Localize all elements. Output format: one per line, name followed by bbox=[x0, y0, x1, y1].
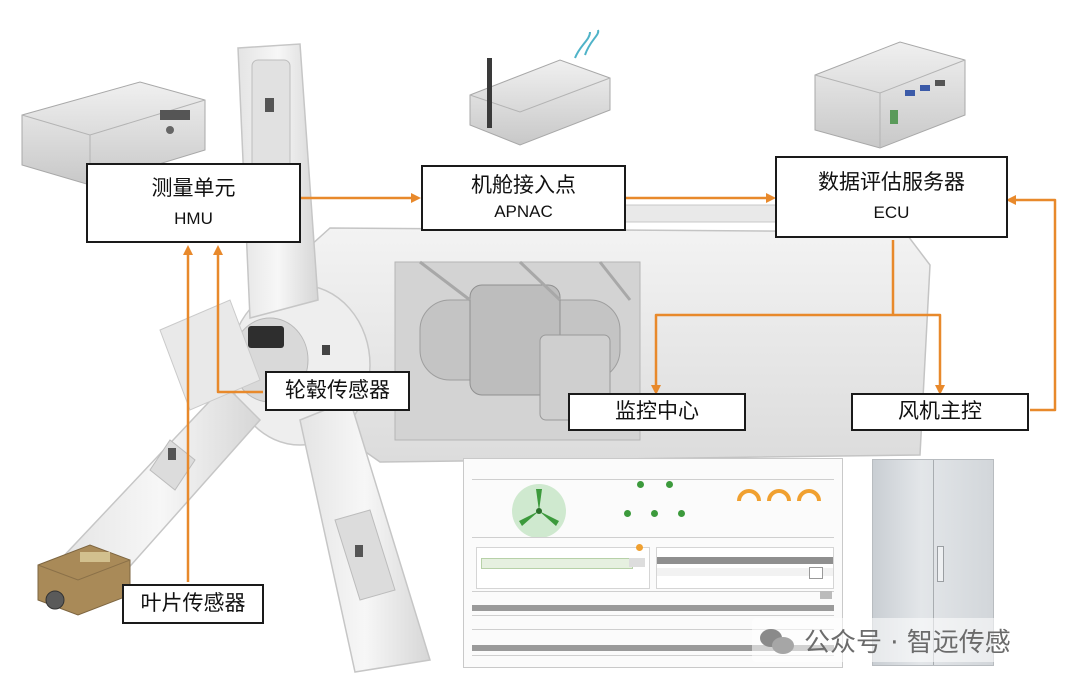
link-hub-sensor-to-hmu bbox=[213, 245, 263, 394]
hub-sensor-box bbox=[248, 326, 284, 348]
wechat-logo-icon bbox=[758, 625, 796, 655]
sensor-mark-top bbox=[265, 98, 274, 112]
apnac-code: APNAC bbox=[494, 202, 553, 222]
nacelle-truss bbox=[419, 260, 632, 302]
hmu-device-icon bbox=[21, 81, 206, 186]
ecu-server-icon bbox=[814, 41, 966, 149]
hub-sensor-title: 轮毂传感器 bbox=[285, 378, 390, 403]
wind-turbine-status-icon bbox=[512, 484, 566, 538]
status-dot bbox=[678, 510, 685, 517]
sensor-mark-left bbox=[168, 448, 176, 460]
gauge-group-icon bbox=[737, 489, 821, 502]
hmu-code: HMU bbox=[174, 209, 213, 229]
apnac-device-icon bbox=[469, 29, 611, 146]
events-table-header bbox=[472, 605, 834, 611]
cms-events-table-header bbox=[472, 645, 834, 651]
messages-panel bbox=[476, 544, 650, 589]
monitoring-center-label-box: 监控中心 bbox=[568, 393, 746, 431]
status-dot bbox=[637, 481, 644, 488]
blade-left-window bbox=[149, 439, 196, 491]
status-dot bbox=[666, 481, 673, 488]
blade-sensor-label-box: 叶片传感器 bbox=[122, 584, 264, 624]
hub-sensor-label-box: 轮毂传感器 bbox=[265, 371, 410, 411]
status-dot bbox=[624, 510, 631, 517]
apnac-title: 机舱接入点 bbox=[471, 173, 576, 198]
apnac-label-box: 机舱接入点 APNAC bbox=[421, 165, 626, 231]
sensor-mark-right bbox=[355, 545, 363, 557]
blade-sensor-title: 叶片传感器 bbox=[140, 591, 246, 616]
hmu-label-box: 测量单元 HMU bbox=[86, 163, 301, 243]
blade-back bbox=[159, 299, 261, 411]
link-controller-to-ecu bbox=[1006, 195, 1057, 412]
link-ecu-to-controller bbox=[893, 313, 945, 395]
monitoring-center-title: 监控中心 bbox=[615, 399, 699, 424]
data-table-panel bbox=[656, 547, 834, 589]
hmu-title: 测量单元 bbox=[151, 176, 236, 201]
ecu-code: ECU bbox=[873, 203, 910, 223]
ecu-title: 数据评估服务器 bbox=[818, 170, 965, 195]
status-dot bbox=[651, 510, 658, 517]
watermark-text: 公众号 · 智远传感 bbox=[804, 627, 1011, 658]
turbine-controller-label-box: 风机主控 bbox=[851, 393, 1029, 431]
link-ecu-to-monitoring bbox=[651, 313, 893, 395]
ecu-label-box: 数据评估服务器 ECU bbox=[775, 156, 1008, 238]
turbine-controller-title: 风机主控 bbox=[898, 399, 982, 424]
blade-right-window bbox=[334, 509, 396, 601]
sensor-mark-hub bbox=[322, 345, 330, 355]
watermark: 公众号 · 智远传感 bbox=[752, 618, 1017, 662]
